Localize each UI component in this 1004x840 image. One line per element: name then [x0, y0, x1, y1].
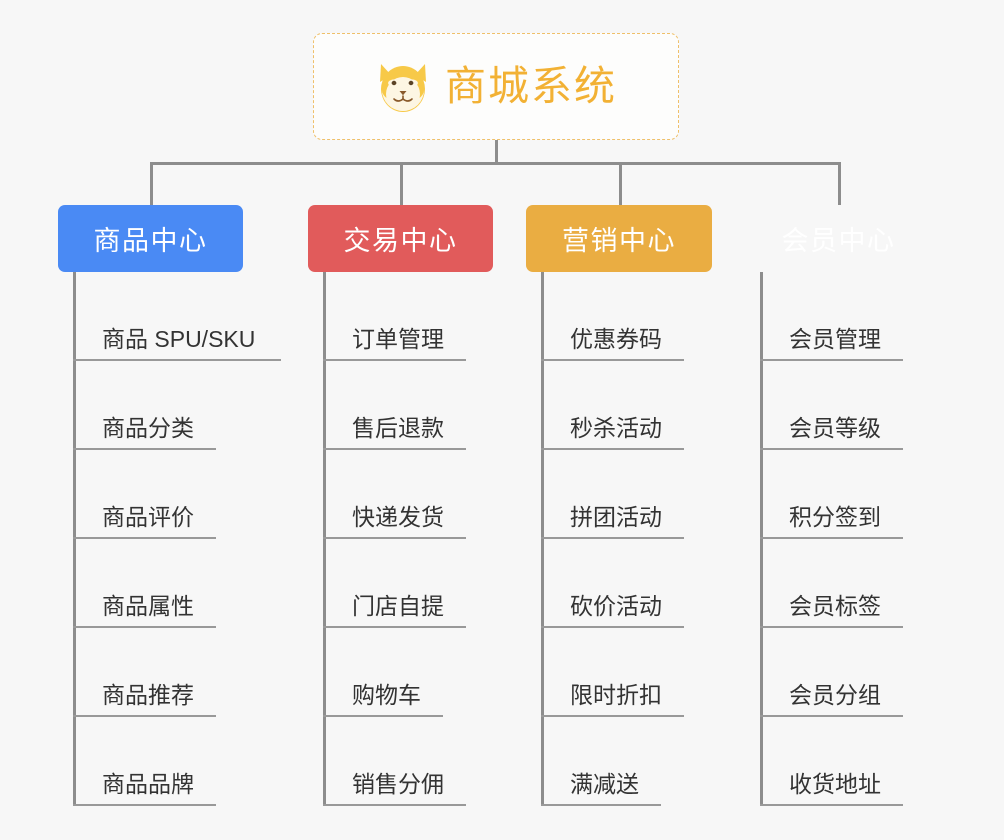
list-item-label: 拼团活动: [541, 504, 684, 539]
list-item[interactable]: 销售分佣: [323, 717, 466, 806]
list-item-label: 会员等级: [760, 415, 903, 450]
list-item[interactable]: 商品 SPU/SKU: [73, 272, 282, 361]
connector-drop-3: [619, 162, 622, 205]
category-header-1[interactable]: 商品中心: [58, 205, 243, 272]
root-node[interactable]: 商城系统: [313, 33, 679, 140]
list-item[interactable]: 限时折扣: [541, 628, 684, 717]
list-item[interactable]: 订单管理: [323, 272, 466, 361]
list-item[interactable]: 会员管理: [760, 272, 903, 361]
list-item-label: 会员标签: [760, 593, 903, 628]
list-item-label: 秒杀活动: [541, 415, 684, 450]
connector-root-stem: [495, 140, 498, 164]
connector-drop-1: [150, 162, 153, 205]
list-item[interactable]: 会员等级: [760, 361, 903, 450]
connector-drop-4: [838, 162, 841, 205]
category-header-3[interactable]: 营销中心: [526, 205, 712, 272]
list-item-label: 会员分组: [760, 682, 903, 717]
list-item[interactable]: 会员分组: [760, 628, 903, 717]
list-item-label: 砍价活动: [541, 593, 684, 628]
root-title: 商城系统: [445, 63, 617, 109]
list-item[interactable]: 会员标签: [760, 539, 903, 628]
list-item-label: 收货地址: [760, 771, 903, 806]
category-header-label: 商品中心: [93, 226, 208, 256]
list-item-label: 售后退款: [323, 415, 466, 450]
column-spine-1: [73, 272, 76, 806]
shiba-dog-face-icon: [380, 63, 426, 112]
list-item[interactable]: 积分签到: [760, 450, 903, 539]
list-item[interactable]: 秒杀活动: [541, 361, 684, 450]
list-item-label: 满减送: [541, 771, 661, 806]
category-header-2[interactable]: 交易中心: [308, 205, 493, 272]
list-item[interactable]: 商品品牌: [73, 717, 216, 806]
list-item-label: 限时折扣: [541, 682, 684, 717]
category-header-label: 营销中心: [562, 226, 676, 256]
list-item-label: 会员管理: [760, 326, 903, 361]
list-item[interactable]: 商品推荐: [73, 628, 216, 717]
list-item-label: 商品 SPU/SKU: [73, 326, 282, 361]
list-item-label: 商品属性: [73, 593, 216, 628]
category-header-label: 会员中心: [781, 226, 896, 256]
list-item-label: 积分签到: [760, 504, 903, 539]
list-item-label: 商品评价: [73, 504, 216, 539]
category-header-label: 交易中心: [343, 226, 458, 256]
connector-drop-2: [400, 162, 403, 205]
list-item[interactable]: 收货地址: [760, 717, 903, 806]
list-item[interactable]: 快递发货: [323, 450, 466, 539]
list-item[interactable]: 门店自提: [323, 539, 466, 628]
list-item-label: 快递发货: [323, 504, 466, 539]
list-item-label: 商品品牌: [73, 771, 216, 806]
list-item-label: 订单管理: [323, 326, 466, 361]
list-item-label: 商品推荐: [73, 682, 216, 717]
list-item-label: 销售分佣: [323, 771, 466, 806]
column-spine-2: [323, 272, 326, 806]
list-item-label: 优惠券码: [541, 326, 684, 361]
list-item-label: 门店自提: [323, 593, 466, 628]
list-item[interactable]: 满减送: [541, 717, 661, 806]
list-item[interactable]: 拼团活动: [541, 450, 684, 539]
list-item[interactable]: 商品分类: [73, 361, 216, 450]
category-header-4[interactable]: 会员中心: [745, 205, 932, 272]
list-item[interactable]: 售后退款: [323, 361, 466, 450]
list-item[interactable]: 优惠券码: [541, 272, 684, 361]
list-item[interactable]: 商品属性: [73, 539, 216, 628]
list-item-label: 购物车: [323, 682, 443, 717]
column-spine-4: [760, 272, 763, 806]
list-item-label: 商品分类: [73, 415, 216, 450]
list-item[interactable]: 砍价活动: [541, 539, 684, 628]
column-spine-3: [541, 272, 544, 806]
list-item[interactable]: 商品评价: [73, 450, 216, 539]
list-item[interactable]: 购物车: [323, 628, 443, 717]
connector-bus: [150, 162, 841, 165]
